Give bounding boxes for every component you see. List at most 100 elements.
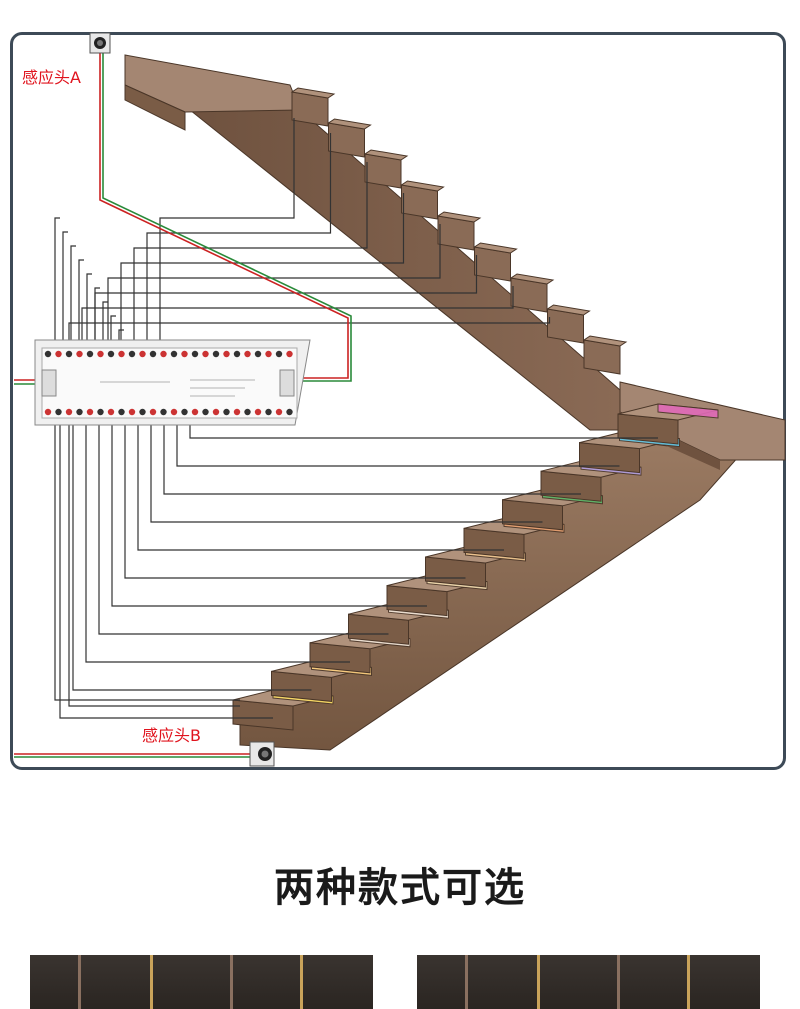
- terminal-dot: [170, 350, 178, 358]
- terminal-dot: [55, 408, 62, 416]
- terminal-dot: [254, 350, 262, 358]
- wire: [54, 217, 60, 348]
- terminal-dot: [244, 350, 251, 358]
- wire: [70, 245, 76, 348]
- step-light-strip: [657, 403, 719, 419]
- upper-step-tread: [509, 273, 555, 285]
- sensor-b-label: 感应头B: [142, 726, 201, 745]
- wire: [163, 418, 581, 495]
- wire: [176, 418, 620, 467]
- wire: [111, 418, 427, 607]
- wire: [124, 418, 466, 579]
- upper-step-tread: [363, 149, 409, 161]
- photo-stripe: [78, 955, 81, 1009]
- terminal-dot: [275, 408, 283, 416]
- terminal-dot: [160, 350, 167, 358]
- wire: [81, 286, 514, 348]
- upper-step-tread: [473, 242, 518, 254]
- sensor-icon: [89, 32, 111, 54]
- terminal-dot: [118, 350, 125, 358]
- terminal-dot: [128, 408, 136, 416]
- terminal-dot: [107, 408, 115, 416]
- wire: [68, 418, 240, 707]
- terminal-dot: [191, 408, 199, 416]
- terminal-dot: [76, 350, 83, 358]
- terminal-dot: [181, 350, 188, 358]
- terminal-dot: [76, 408, 83, 416]
- section-title: 两种款式可选: [274, 865, 526, 911]
- upper-step-tread: [290, 87, 336, 99]
- product-photo-style-2: [417, 955, 760, 1009]
- terminal-dot: [233, 408, 241, 416]
- wire: [102, 301, 108, 348]
- terminal-dot: [286, 350, 293, 358]
- wire: [54, 418, 240, 701]
- wire: [137, 418, 504, 551]
- sensor-icon: [249, 741, 275, 767]
- upper-step-tread: [582, 335, 628, 347]
- terminal-dot: [65, 408, 73, 416]
- terminal-dot: [44, 408, 52, 416]
- terminal-dot: [244, 408, 251, 416]
- terminal-dot: [286, 408, 293, 416]
- terminal-dot: [202, 408, 209, 416]
- photo-stripe: [617, 955, 620, 1009]
- terminal-dot: [128, 350, 136, 358]
- wire: [68, 317, 551, 348]
- terminal-dot: [65, 350, 73, 358]
- wire: [94, 287, 100, 348]
- terminal-dot: [212, 350, 220, 358]
- terminal-dot: [191, 350, 199, 358]
- wire: [59, 418, 273, 719]
- terminal-dot: [223, 350, 230, 358]
- wire: [86, 273, 92, 348]
- terminal-dot: [181, 408, 188, 416]
- sensor-a-cable: [99, 52, 352, 382]
- terminal-dot: [118, 408, 125, 416]
- wire: [110, 315, 116, 348]
- terminal-dot: [149, 408, 157, 416]
- wire: [85, 418, 350, 663]
- wire: [150, 418, 543, 523]
- step-wires: [54, 118, 658, 719]
- terminal-dot: [149, 350, 157, 358]
- terminal-dot: [107, 350, 115, 358]
- wire: [107, 224, 441, 348]
- terminal-dot: [275, 350, 283, 358]
- wire: [120, 193, 405, 348]
- upper-step-tread: [436, 211, 482, 223]
- wire: [98, 418, 389, 635]
- photo-stripe: [537, 955, 540, 1009]
- terminal-dot: [212, 408, 220, 416]
- terminal-dot: [97, 408, 104, 416]
- terminal-dot: [139, 350, 146, 358]
- wire: [146, 133, 332, 348]
- terminal-dot: [97, 350, 104, 358]
- terminal-dot: [254, 408, 262, 416]
- photo-stripe: [300, 955, 303, 1009]
- photo-stripe: [150, 955, 153, 1009]
- terminal-dot: [86, 350, 94, 358]
- wire: [62, 231, 68, 348]
- photo-stripe: [465, 955, 468, 1009]
- upper-step-tread: [327, 118, 372, 130]
- wire: [159, 118, 295, 348]
- photo-stripe: [230, 955, 233, 1009]
- product-photo-style-1: [30, 955, 373, 1009]
- staircase-wiring-diagram: [14, 32, 786, 767]
- terminal-dot: [55, 350, 62, 358]
- terminal-dot: [202, 350, 209, 358]
- terminal-dot: [44, 350, 52, 358]
- wire: [78, 259, 84, 348]
- terminal-dot: [139, 408, 146, 416]
- terminal-dot: [265, 408, 272, 416]
- terminal-dot: [86, 408, 94, 416]
- wire: [72, 418, 312, 691]
- sensor-a-label: 感应头A: [22, 68, 81, 87]
- upper-step-tread: [546, 304, 591, 316]
- terminal-dot: [265, 350, 272, 358]
- terminal-dot: [170, 408, 178, 416]
- wire: [133, 162, 368, 348]
- controller-icon: [34, 339, 311, 426]
- upper-stair-flight: [124, 54, 628, 431]
